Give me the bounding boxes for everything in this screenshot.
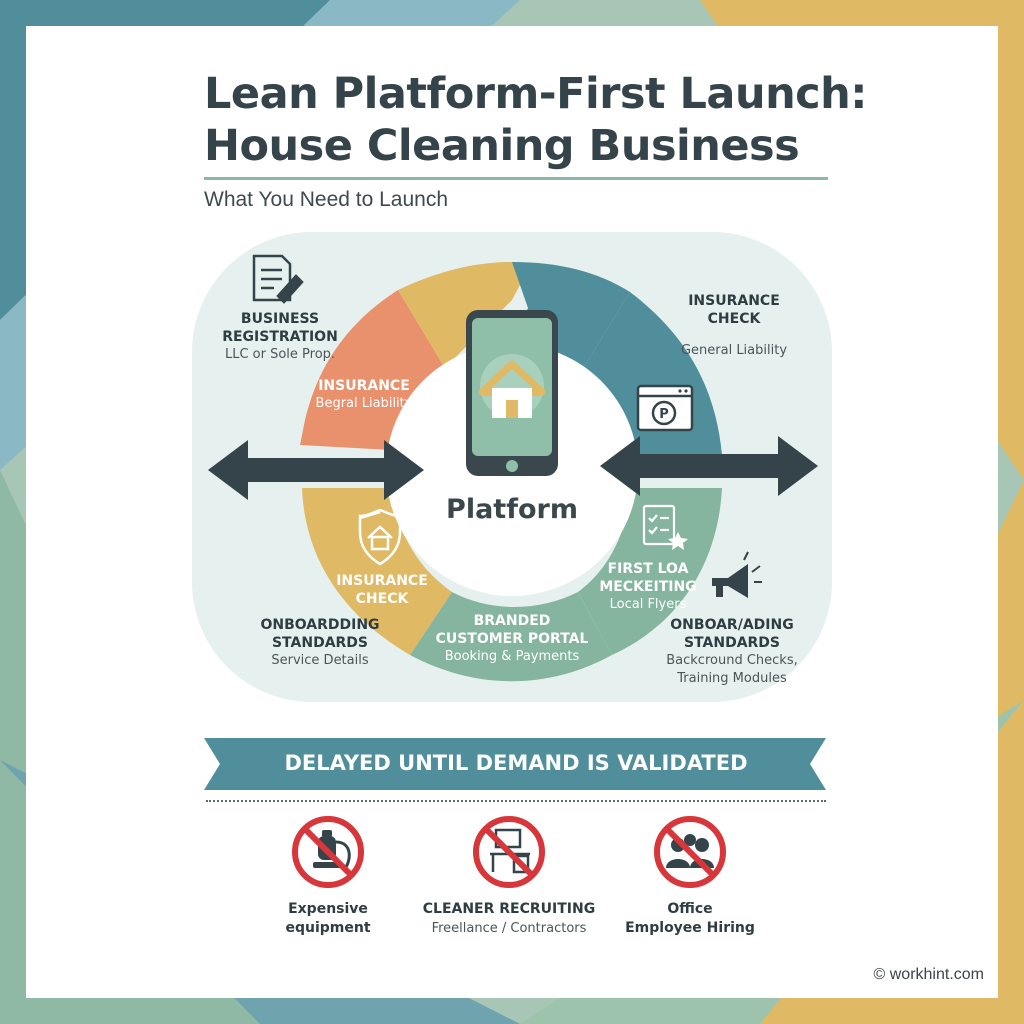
item-detail: Training Modules	[677, 671, 787, 686]
delayed-item-title: equipment	[285, 920, 371, 936]
delayed-item-hiring: Office Employee Hiring	[610, 900, 770, 938]
item-title: FIRST LOA	[607, 561, 689, 577]
title-divider	[204, 177, 828, 180]
no-vacuum-icon	[292, 816, 364, 888]
item-title: REGISTRATION	[222, 329, 338, 345]
megaphone-icon	[712, 551, 762, 598]
item-title: BRANDED	[473, 613, 551, 629]
item-title: BUSINESS	[240, 311, 320, 327]
delayed-item-title: Office	[667, 901, 713, 917]
item-detail: Local Flyers	[609, 597, 687, 612]
title-line-1: Lean Platform-First Launch:	[204, 69, 867, 119]
delayed-banner-ribbon	[204, 738, 826, 790]
segment-insurance-check-left	[302, 488, 452, 655]
no-hiring-icon	[654, 816, 726, 888]
title-line-2: House Cleaning Business	[204, 121, 800, 171]
delayed-item-equipment: Expensive equipment	[248, 900, 408, 938]
dotted-divider	[206, 800, 826, 802]
svg-text:P: P	[659, 407, 669, 422]
page-title: Lean Platform-First Launch: House Cleani…	[204, 68, 904, 172]
segment-customer-portal	[410, 592, 612, 682]
item-title: ONBOAR/ADING	[670, 617, 794, 633]
item-title: STANDARDS	[683, 635, 781, 651]
smartphone-icon	[466, 310, 558, 476]
shield-house-icon	[358, 508, 402, 566]
item-detail: General Liability	[680, 343, 788, 358]
segment-insurance-top	[398, 262, 528, 368]
delayed-item-recruiting: CLEANER RECRUITING Freellance / Contract…	[414, 900, 604, 938]
checklist-star-icon	[642, 504, 688, 550]
item-title: ONBOARDDING	[260, 617, 380, 633]
item-title: CHECK	[355, 591, 409, 607]
delayed-item-title: Employee Hiring	[625, 920, 755, 936]
item-detail: Service Details	[271, 653, 369, 668]
item-title: MECKEITING	[599, 579, 697, 595]
item-detail: Booking & Payments	[444, 649, 580, 664]
right-double-arrow	[600, 436, 818, 496]
subtitle: What You Need to Launch	[204, 188, 449, 211]
delayed-banner-text: DELAYED UNTIL DEMAND IS VALIDATED	[284, 751, 748, 775]
item-title: CUSTOMER PORTAL	[435, 631, 589, 647]
item-detail: Backcround Checks,	[666, 653, 798, 668]
item-title: STANDARDS	[271, 635, 369, 651]
platform-label: Platform	[446, 494, 578, 525]
segment-first-marketing	[578, 488, 722, 655]
item-onboarding-right: ONBOAR/ADING STANDARDS Backcround Checks…	[660, 616, 804, 688]
item-title: INSURANCE	[318, 378, 410, 394]
item-business-registration: BUSINESS REGISTRATION LLC or Sole Prop.	[208, 310, 352, 364]
item-detail: Begral Liability	[315, 396, 413, 411]
document-stamp-icon	[252, 254, 304, 304]
item-insurance-check-right: INSURANCE CHECK General Liability	[664, 292, 804, 360]
delayed-item-title: CLEANER RECRUITING	[422, 901, 596, 917]
payment-window-icon: P	[636, 384, 694, 432]
delayed-item-title: Expensive	[288, 901, 368, 917]
item-insurance-left: INSURANCE Begral Liability	[306, 377, 422, 413]
item-title: CHECK	[707, 311, 761, 327]
segment-business-registration	[300, 290, 445, 450]
item-title: INSURANCE	[336, 573, 428, 589]
item-customer-portal: BRANDED CUSTOMER PORTAL Booking & Paymen…	[432, 612, 592, 666]
left-double-arrow	[208, 440, 424, 500]
item-first-marketing: FIRST LOA MECKEITING Local Flyers	[598, 560, 698, 614]
item-detail: LLC or Sole Prop.	[224, 347, 336, 362]
delayed-item-detail: Freellance / Contractors	[431, 921, 587, 936]
item-onboarding-left: ONBOARDDING STANDARDS Service Details	[250, 616, 390, 670]
item-insurance-check-left: INSURANCE CHECK	[322, 572, 442, 608]
no-desk-icon	[473, 816, 545, 888]
item-title: INSURANCE	[688, 293, 780, 309]
house-icon	[478, 360, 546, 418]
copyright: © workhint.com	[873, 966, 984, 983]
